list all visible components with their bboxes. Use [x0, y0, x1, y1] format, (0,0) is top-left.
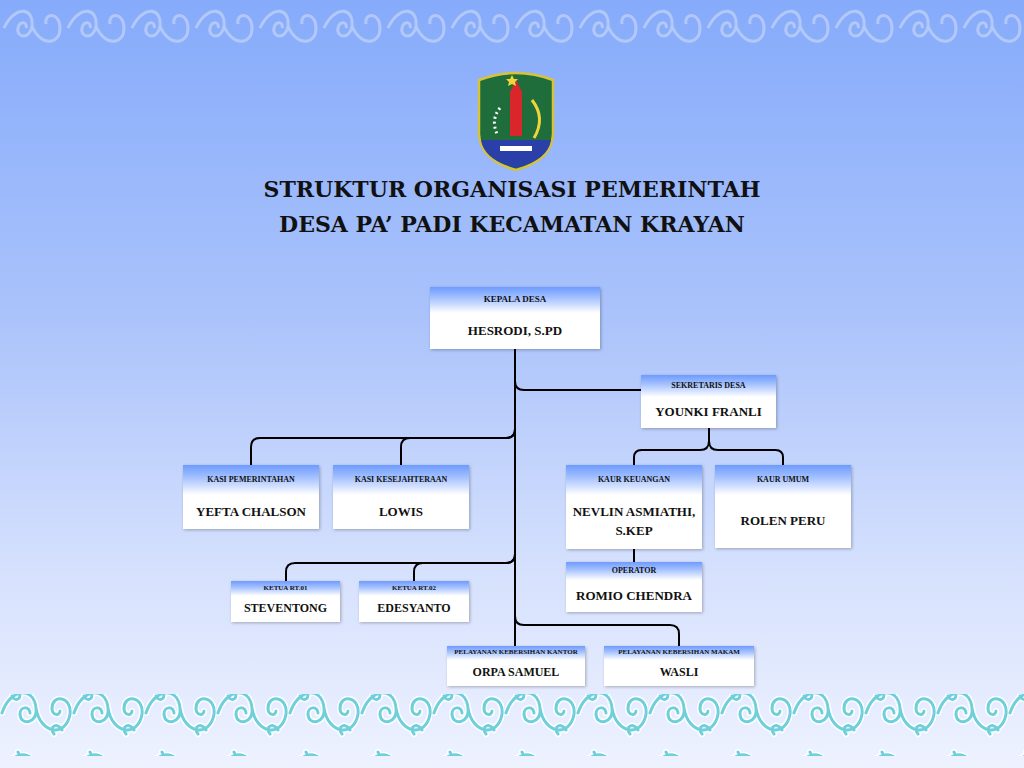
org-box: KETUA RT.02EDESYANTO [359, 581, 469, 622]
logo-water [481, 140, 551, 168]
org-box: OPERATORROMIO CHENDRA [566, 562, 702, 612]
org-box: PELAYANAN KEBERSIHAN MAKAMWASLI [604, 646, 754, 686]
person-name: STEVENTONG [231, 596, 340, 622]
person-name: EDESYANTO [359, 596, 469, 622]
person-name: LOWIS [333, 495, 469, 529]
person-name: YOUNKI FRANLI [641, 397, 776, 428]
person-name: ROMIO CHENDRA [566, 580, 702, 612]
person-name: WASLI [604, 660, 754, 686]
position-title: PELAYANAN KEBERSIHAN MAKAM [604, 646, 754, 660]
position-title: SEKRETARIS DESA [641, 375, 776, 397]
org-connector [634, 428, 709, 465]
org-connector [251, 349, 515, 465]
org-connector [633, 549, 635, 562]
person-name: ROLEN PERU [715, 495, 851, 548]
org-box: SEKRETARIS DESAYOUNKI FRANLI [641, 375, 776, 428]
position-title: KASI KESEJAHTERAAN [333, 465, 469, 495]
position-title: KEPALA DESA [430, 287, 600, 313]
position-title: OPERATOR [566, 562, 702, 580]
org-box: KASI KESEJAHTERAANLOWIS [333, 465, 469, 529]
person-name: ORPA SAMUEL [447, 660, 585, 686]
position-title: KAUR UMUM [715, 465, 851, 495]
position-title: KETUA RT.01 [231, 581, 340, 596]
chart-title: STRUKTUR ORGANISASI PEMERINTAH DESA PA’ … [262, 172, 762, 242]
position-title: PELAYANAN KEBERSIHAN KANTOR [447, 646, 585, 660]
logo-ribbon [500, 146, 532, 151]
person-name: HESRODI, S.PD [430, 313, 600, 349]
position-title: KETUA RT.02 [359, 581, 469, 596]
logo-cotton [532, 100, 540, 138]
org-box: PELAYANAN KEBERSIHAN KANTORORPA SAMUEL [447, 646, 585, 686]
org-connector [515, 349, 641, 390]
org-box: KETUA RT.01STEVENTONG [231, 581, 340, 622]
top-ornament-band [0, 0, 1024, 56]
org-box: KAUR UMUMROLEN PERU [715, 465, 851, 548]
org-connector [401, 349, 515, 465]
org-box: KASI PEMERINTAHANYEFTA CHALSON [183, 465, 319, 529]
org-box: KEPALA DESAHESRODI, S.PD [430, 287, 600, 349]
logo-rice [494, 108, 500, 136]
person-name: YEFTA CHALSON [183, 495, 319, 529]
org-connector [286, 349, 515, 581]
position-title: KAUR KEUANGAN [566, 465, 702, 495]
regency-logo [479, 73, 553, 170]
logo-tower [510, 92, 522, 136]
org-connector [709, 428, 783, 465]
bottom-ornament-band [0, 694, 1024, 756]
logo-shield [479, 73, 553, 170]
org-box: KAUR KEUANGANNEVLIN ASMIATHI, S.KEP [566, 465, 702, 549]
logo-star [506, 75, 518, 86]
person-name: NEVLIN ASMIATHI, S.KEP [566, 495, 702, 549]
position-title: KASI PEMERINTAHAN [183, 465, 319, 495]
